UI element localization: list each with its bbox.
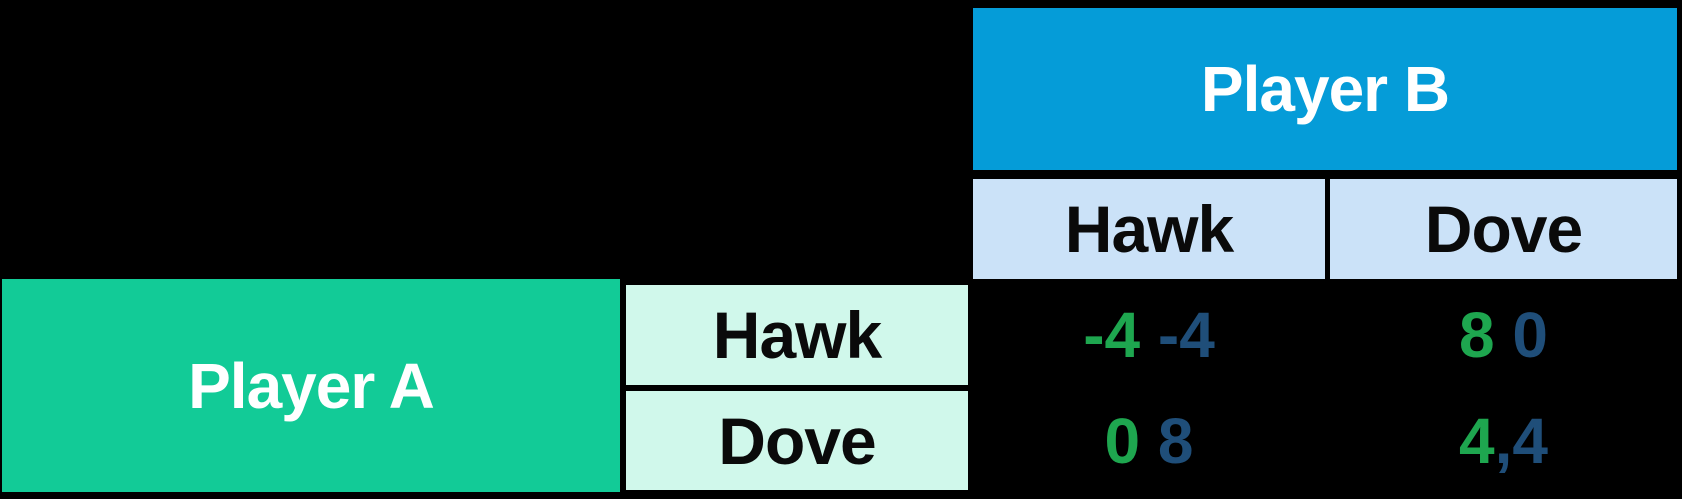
payoff-player-a-value: 4	[1459, 404, 1495, 477]
payoff-separator: ,	[1494, 404, 1513, 477]
payoff-separator	[1140, 404, 1158, 478]
column-header-hawk: Hawk	[973, 179, 1325, 279]
payoff-player-a-value: -4	[1083, 299, 1141, 371]
payoff-player-b-value: -4	[1157, 299, 1215, 371]
row-header-dove: Dove	[626, 391, 968, 490]
payoff-player-a-value: 8	[1459, 299, 1495, 371]
player-b-header: Player B	[973, 8, 1677, 170]
payoff-cell-dove-dove: 4,4	[1330, 391, 1677, 490]
row-header-hawk: Hawk	[626, 285, 968, 385]
payoff-cell-hawk-hawk: -4 -4	[973, 285, 1325, 385]
payoff-player-b-value: 8	[1157, 404, 1194, 477]
payoff-cell-dove-hawk: 0 8	[973, 391, 1325, 490]
payoff-separator	[1495, 298, 1513, 372]
player-a-header: Player A	[2, 279, 620, 492]
payoff-player-b-value: 0	[1512, 299, 1548, 371]
column-header-dove: Dove	[1330, 179, 1677, 279]
payoff-cell-hawk-dove: 8 0	[1330, 285, 1677, 385]
payoff-separator	[1140, 298, 1158, 372]
payoff-player-a-value: 0	[1104, 404, 1141, 477]
payoff-player-b-value: 4	[1512, 404, 1548, 477]
